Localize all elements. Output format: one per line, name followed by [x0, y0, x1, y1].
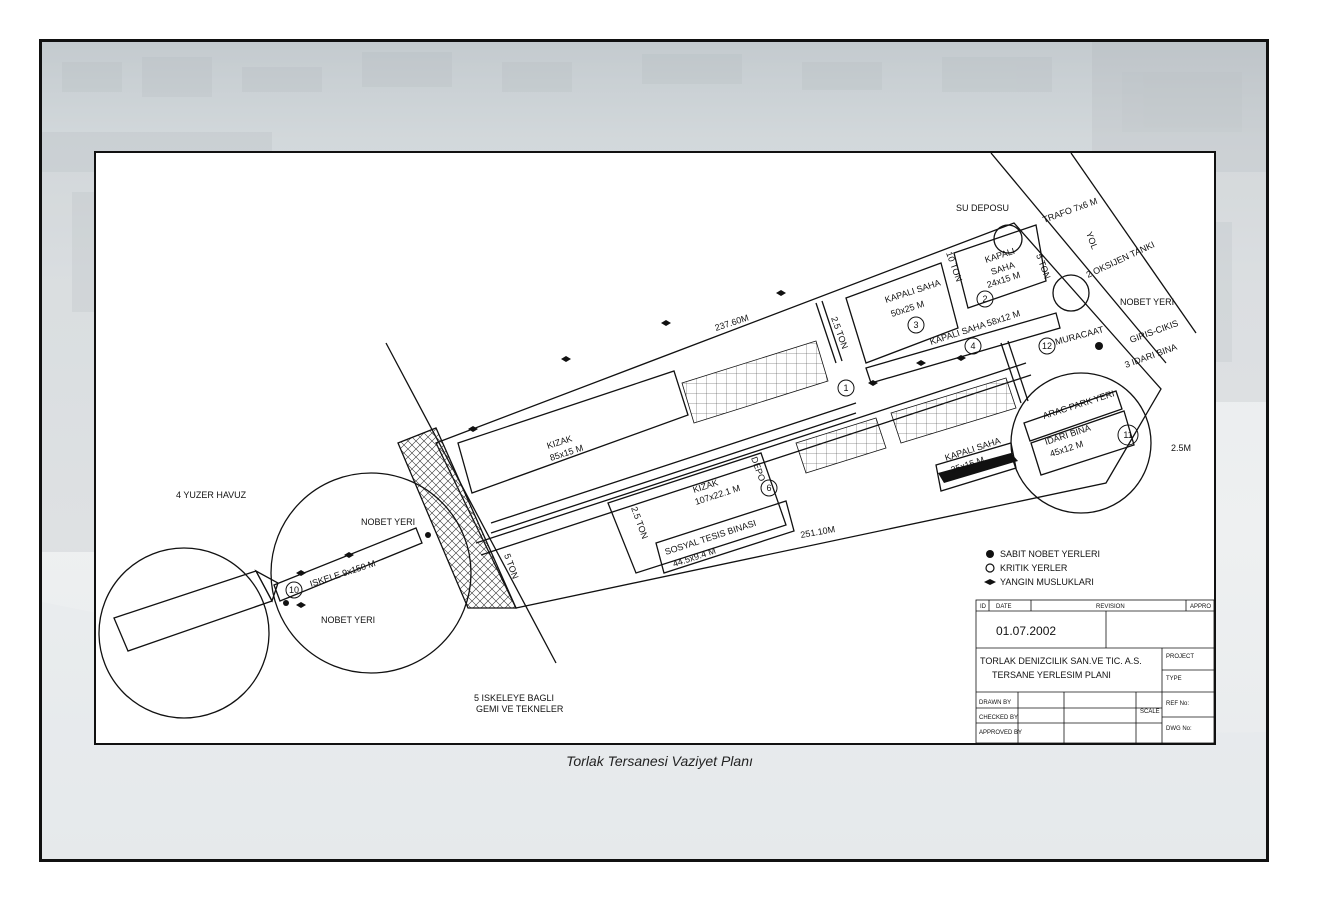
label-251: 251.10M: [800, 524, 836, 540]
tb-checked: CHECKED BY: [979, 715, 1018, 721]
legend-sabit-symbol: [986, 550, 994, 558]
tb-approved: APPRO: [1190, 604, 1211, 610]
covered-area-2: [953, 224, 1047, 309]
label-arac-park: ARAC PARK YERI: [1042, 388, 1116, 421]
label-iskeleye-bagli-2: GEMI VE TEKNELER: [476, 704, 564, 714]
label-yuzer-havuz: 4 YUZER HAVUZ: [176, 490, 247, 500]
covered-area-5: [935, 442, 1017, 492]
ship-icon: [938, 453, 1018, 483]
label-ton-3: 5 TON: [1034, 252, 1052, 280]
tb-ref: REF No:: [1166, 701, 1189, 707]
tb-project: PROJECT: [1166, 654, 1194, 660]
legend-yangin-symbol: [984, 579, 996, 585]
floating-dock: [113, 570, 273, 652]
parking-area: [1023, 390, 1123, 442]
label-nobet-yeri-top: NOBET YERI: [1120, 297, 1174, 307]
num-circle-12: [1038, 337, 1056, 355]
tb-date: DATE: [996, 604, 1012, 610]
tb-company: TORLAK DENIZCILIK SAN.VE TIC. A.S.: [980, 656, 1142, 666]
grid-panel-1: [681, 340, 829, 424]
label-yol: YOL: [1084, 230, 1100, 250]
floating-dock-circle: [98, 547, 270, 719]
tb-date-value: 01.07.2002: [996, 624, 1056, 638]
num-12: 12: [1042, 341, 1052, 351]
figure-caption: Torlak Tersanesi Vaziyet Planı: [566, 753, 753, 769]
tb-scale: SCALE: [1140, 709, 1160, 715]
pier-circle: [270, 472, 472, 674]
grid-panel-2: [795, 417, 887, 474]
num-3: 3: [913, 320, 918, 330]
pier: [273, 527, 423, 602]
label-ton-2: 10 TON: [944, 250, 964, 283]
coast-line: [385, 342, 557, 664]
tb-plan-title: TERSANE YERLESIM PLANI: [992, 670, 1111, 680]
grid-panel-3: [890, 377, 1017, 444]
label-nobet-yeri-low: NOBET YERI: [321, 615, 375, 625]
num-circle-3: [907, 316, 925, 334]
site-plan-drawing: SU DEPOSU TRAFO 7x6 M YOL 2 OKSIJEN TANK…: [94, 151, 1216, 745]
tb-dwg: DWG No:: [1166, 726, 1192, 732]
legend-kritik-symbol: [985, 563, 995, 573]
label-ton-4: 2.5 TON: [629, 505, 650, 540]
num-circle-11: [1117, 424, 1139, 446]
admin-building: [1030, 410, 1135, 476]
label-su-deposu: SU DEPOSU: [956, 203, 1009, 213]
quay-block: [397, 427, 518, 609]
num-10: 10: [289, 585, 299, 595]
num-6: 6: [766, 483, 771, 493]
num-11: 11: [1123, 430, 1132, 440]
tb-drawn: DRAWN BY: [979, 700, 1011, 706]
tb-type: TYPE: [1166, 676, 1182, 682]
title-block: [975, 599, 1214, 743]
label-iskeleye-bagli-1: 5 ISKELEYE BAGLI: [474, 693, 554, 703]
tb-approved-by: APPROVED BY: [979, 730, 1022, 736]
num-4: 4: [970, 341, 975, 351]
hydrant-markers: [296, 290, 966, 608]
num-circle-6: [760, 479, 778, 497]
legend: SABIT NOBET YERLERI KRITIK YERLER YANGIN…: [984, 549, 1100, 587]
num-1: 1: [843, 383, 848, 393]
num-circle-2: [976, 290, 994, 308]
legend-sabit: SABIT NOBET YERLERI: [1000, 549, 1100, 559]
label-nobet-yeri-mid: NOBET YERI: [361, 517, 415, 527]
label-2-5m: 2.5M: [1171, 443, 1191, 453]
tb-revision: REVISION: [1096, 604, 1125, 610]
slipway-2: [607, 452, 787, 574]
label-giris-cikis: GIRIS-CIKIS: [1128, 318, 1179, 345]
num-circle-10: [285, 581, 303, 599]
legend-kritik: KRITIK YERLER: [1000, 563, 1068, 573]
social-building: [655, 500, 795, 574]
label-depo: DEPO: [749, 455, 767, 482]
num-circle-4: [964, 337, 982, 355]
slipway-1: [457, 370, 689, 494]
covered-area-3: [845, 262, 959, 364]
num-circle-1: [837, 379, 855, 397]
label-trafo: TRAFO 7x6 M: [1041, 196, 1098, 225]
num-2: 2: [982, 294, 987, 304]
legend-yangin: YANGIN MUSLUKLARI: [1000, 577, 1094, 587]
label-iskele: ISKELE 9x150 M: [309, 558, 377, 589]
tb-id: ID: [980, 604, 987, 610]
